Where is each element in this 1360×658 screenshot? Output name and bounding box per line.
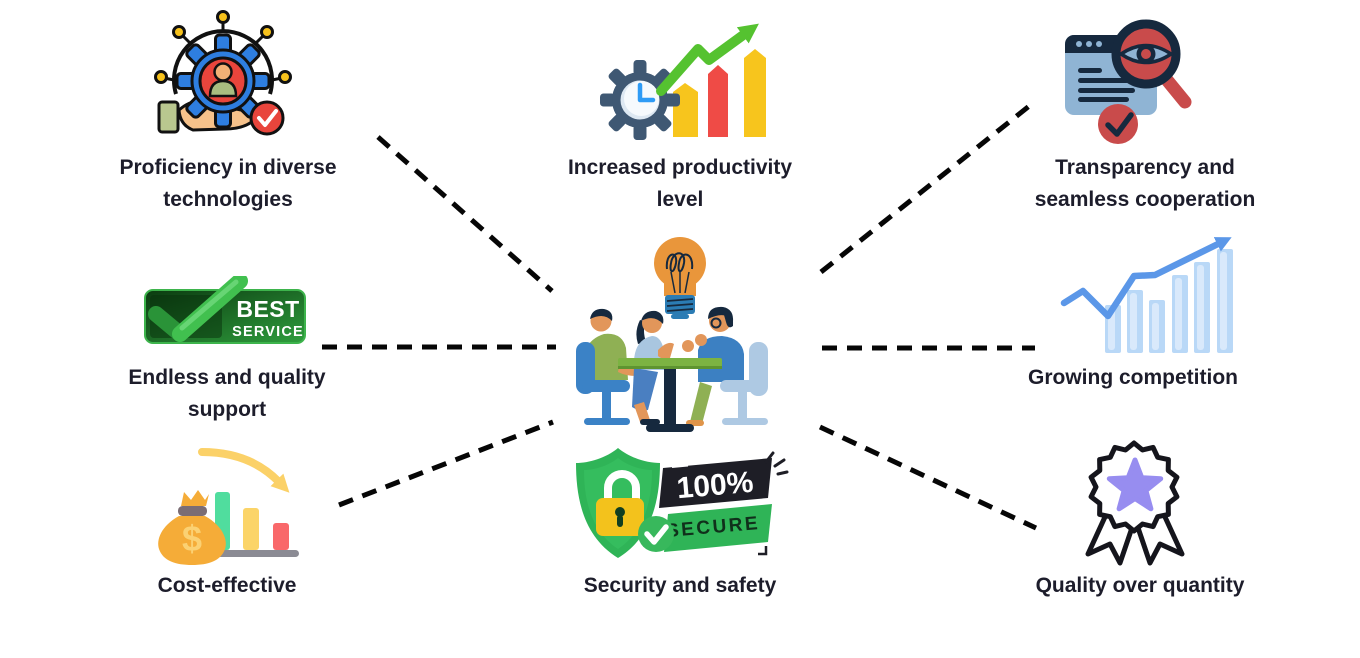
best-badge-text: BEST <box>236 296 299 322</box>
label-line: Endless and quality <box>128 366 326 389</box>
benefit-label: Growing competition <box>1028 362 1238 394</box>
label-line: Quality over quantity <box>1035 574 1245 597</box>
connector-top-left <box>376 135 554 293</box>
benefit-label: Cost-effective <box>158 570 297 602</box>
label-line: support <box>187 398 267 421</box>
hand-gear-person-icon <box>153 8 303 146</box>
label-line: Transparency and <box>1055 156 1235 179</box>
label-line: Increased productivity <box>567 156 793 179</box>
dollar-sign: $ <box>182 518 202 559</box>
benefit-label: Proficiency in diverse technologies <box>119 152 336 216</box>
benefit-label: Security and safety <box>584 570 777 602</box>
award-ribbon-star-icon <box>1074 430 1206 566</box>
rising-bar-chart-icon <box>1054 230 1244 358</box>
connector-bottom-right <box>818 424 1038 531</box>
label-line: level <box>656 188 704 211</box>
label-line: technologies <box>163 188 293 211</box>
document-eye-magnifier-icon <box>1062 18 1222 148</box>
label-line: Security and safety <box>583 574 777 597</box>
label-line: seamless cooperation <box>1034 188 1256 211</box>
label-line: Growing competition <box>1028 366 1238 389</box>
label-line: Proficiency in diverse <box>119 156 337 179</box>
label-line: Cost-effective <box>157 574 297 597</box>
benefit-label: Increased productivity level <box>568 152 792 216</box>
benefit-label: Transparency and seamless cooperation <box>1035 152 1256 216</box>
benefit-label: Endless and quality support <box>128 362 325 426</box>
gear-clock-growth-chart-icon <box>598 12 776 144</box>
team-discussion-lightbulb-illustration <box>570 222 802 436</box>
connector-top-right <box>819 101 1035 274</box>
secure-percent-text: 100% <box>675 466 754 506</box>
connector-bottom-left <box>338 419 554 508</box>
benefit-label: Quality over quantity <box>1036 570 1245 602</box>
best-service-badge-icon: BEST SERVICE <box>140 276 308 354</box>
service-badge-text: SERVICE <box>232 324 304 340</box>
money-bag-declining-chart-icon: $ <box>146 444 308 566</box>
shield-lock-secure-badge-icon: 100% SECURE <box>560 436 800 566</box>
